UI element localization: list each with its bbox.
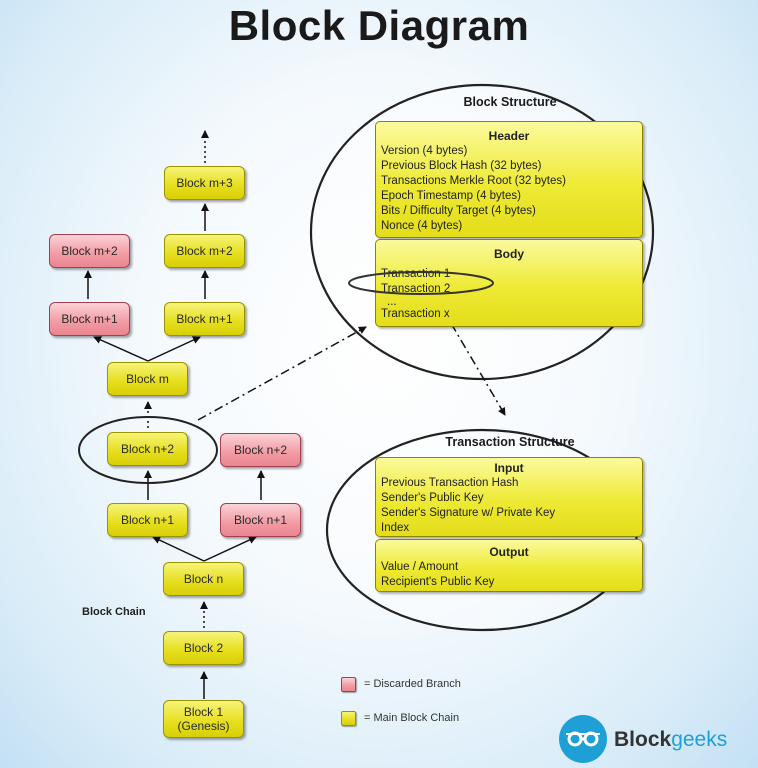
header-field: Epoch Timestamp (4 bytes) [381,190,521,202]
input-field: Sender's Signature w/ Private Key [381,507,556,519]
output-field: Value / Amount [381,561,459,573]
legend-discarded-label: = Discarded Branch [364,678,461,690]
block-n2-discarded: Block n+2 [220,433,301,467]
body-transaction: Transaction 1 [381,268,451,280]
input-panel-title: Input [494,461,524,475]
block-m: Block m [107,362,188,396]
output-panel-title: Output [489,545,529,559]
header-field: Transactions Merkle Root (32 bytes) [381,175,566,187]
output-field: Recipient's Public Key [381,576,495,588]
input-field: Sender's Public Key [381,492,484,504]
header-panel-title: Header [488,129,530,143]
pointer-block-to-structure [197,326,367,421]
transaction-structure-title: Transaction Structure [445,435,575,449]
block-structure-title: Block Structure [463,95,557,109]
block-1-sublabel: (Genesis) [177,719,230,733]
block-m1-discarded: Block m+1 [49,302,130,336]
logo-text-part1: Block [614,728,672,751]
header-field: Previous Block Hash (32 bytes) [381,160,542,172]
body-transaction: Transaction x [381,308,450,320]
block-m2-main: Block m+2 [164,234,245,268]
body-ellipsis: ... [387,296,397,308]
block-m1-main: Block m+1 [164,302,245,336]
legend-main-label: = Main Block Chain [364,712,460,724]
block-m2-discarded: Block m+2 [49,234,130,268]
input-field: Previous Transaction Hash [381,477,519,489]
block-n: Block n [163,562,244,596]
block-2: Block 2 [163,631,244,665]
arrow-bn-bn1main [152,536,205,562]
highlight-block-ellipse [78,416,218,484]
header-field: Nonce (4 bytes) [381,220,463,232]
body-panel: Body Transaction 1 Transaction 2 ... Tra… [375,239,643,327]
block-n1-main: Block n+1 [107,503,188,537]
blockgeeks-logo-text: Blockgeeks [614,728,727,752]
body-transaction: Transaction 2 [381,283,451,295]
header-field: Bits / Difficulty Target (4 bytes) [381,205,536,217]
arrow-bm-bm1disc [93,336,149,362]
block-chain-label: Block Chain [82,606,146,618]
input-field: Index [381,522,410,534]
block-n2-main: Block n+2 [107,432,188,466]
page-title: Block Diagram [228,2,530,49]
block-1-genesis: Block 1 (Genesis) [163,700,244,738]
block-n1-discarded: Block n+1 [220,503,301,537]
block-m3-main: Block m+3 [164,166,245,200]
header-panel: Header Version (4 bytes) Previous Block … [375,121,643,238]
output-panel: Output Value / Amount Recipient's Public… [375,539,643,592]
header-field: Version (4 bytes) [381,145,468,157]
legend-main-swatch [341,711,356,726]
arrow-bn-bn1disc [203,536,257,562]
body-panel-title: Body [494,247,524,261]
block-1-label: Block 1 [183,705,224,719]
legend-discarded-swatch [341,677,356,692]
arrow-bm-bm1main [147,336,201,362]
input-panel: Input Previous Transaction Hash Sender's… [375,457,643,537]
logo-text-part2: geeks [671,728,728,751]
